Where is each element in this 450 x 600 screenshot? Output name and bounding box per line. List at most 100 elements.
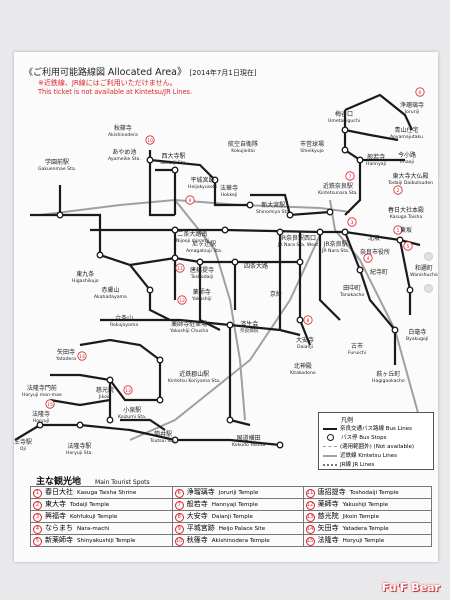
spot-name-jp: 東大寺 [45,500,66,508]
station-kitasaka: 北坂 [368,235,381,242]
spot-number-badge: 13 [305,513,315,522]
tourist-marker-number: 12 [179,298,185,304]
tourist-marker-number: 2 [397,188,400,194]
tourist-marker-number: 15 [47,402,53,408]
spot-name-jp: 大安寺 [186,512,208,520]
map-title: 《ご利用可能路線図 Allocated Area》 [2014年7月1日現在] [24,67,257,78]
legend-na: (適用範囲外) (Not available) [323,442,414,450]
spot-name-jp: 唐招提寺 [317,488,346,496]
station-higashisaka: 東坂 [400,227,413,234]
tourist-marker-circle [175,263,185,273]
spot-number-badge: 9 [174,525,184,534]
tourist-marker-circle [393,185,403,195]
spot-name-en: Yakushiji Temple [342,502,389,508]
tourist-marker-circle [415,87,425,97]
spot-number-badge: 10 [174,537,184,546]
spot-name-en: Toshodaiji Temple [349,490,399,496]
spot-name-en: Jikoin Temple [342,514,380,520]
spot-name-jp: 浄瑠璃寺 [186,488,215,496]
legend-kintetsu: 近鉄線 Kintetsu Lines [323,451,397,459]
spot-name-en: Todaiji Temple [70,502,110,508]
tourist-marker-number: 6 [419,90,422,96]
spot-name-jp: ならまち [45,524,73,532]
kintetsu-nara-line [39,198,351,216]
warning-en: This ticket is not available at Kintetsu… [38,88,193,96]
spot-name-en: Akishinodera Temple [211,538,270,544]
punch-hole [424,284,433,293]
spot-number-badge: 14 [305,525,315,534]
spot-number-badge: 7 [174,501,184,510]
tourist-marker-number: 13 [125,388,131,394]
tourist-marker-circle [177,295,187,305]
spot-name-jp: 新薬師寺 [45,536,73,544]
spot-name-en: Daianji Temple [211,514,253,520]
spot-name-en: Shinyakushiji Temple [77,538,136,544]
bus-lines [14,93,421,447]
spot-name-jp: 矢田寺 [317,524,339,532]
spot-number-badge: 15 [305,537,315,546]
station-kidera: 紀寺町 [370,269,389,276]
spot-number-badge: 1 [33,489,42,498]
tourist-marker-number: 9 [189,198,192,204]
station-shiyakusho: 奈良市役所 [360,249,391,256]
jr-line [329,199,421,421]
tourist-marker-circle [77,351,87,361]
tourist-marker-number: 7 [349,174,352,180]
spot-name-en: Hannyaji Temple [211,502,258,508]
spot-number-badge: 6 [174,489,184,498]
warning-jp: ※近鉄線、JR線にはご利用いただけません。 [38,79,177,87]
spot-name-jp: 薬師寺 [317,500,339,508]
spot-name-jp: 法隆寺 [317,536,339,544]
tourist-marker-circle [393,225,403,235]
tourist-marker-number: 4 [367,256,370,262]
station-saiseikai: 済生会奈良病院 [240,321,259,334]
spot-number-badge: 4 [33,525,42,534]
tourist-marker-number: 14 [79,354,85,360]
spot-name-jp: 慈光院 [317,512,339,520]
legend-bus: 奈良交通バス路線 Bus Lines [323,424,412,432]
tourist-marker-number: 5 [407,244,410,250]
spot-name-en: Joruriji Temple [218,490,259,496]
spot-name-jp: 秋篠寺 [186,536,208,544]
